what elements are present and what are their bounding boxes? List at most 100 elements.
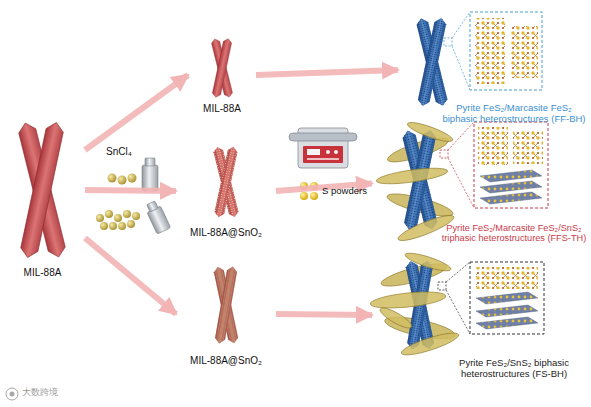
sno2-precursor bbox=[114, 214, 122, 222]
ffbh-rods bbox=[417, 17, 447, 108]
mil88a-rods bbox=[211, 38, 234, 98]
ffsth-sheets-front bbox=[376, 119, 457, 245]
sno2-precursor bbox=[105, 210, 113, 218]
fsbh-sheets-front bbox=[369, 289, 446, 311]
mil88a-rods bbox=[17, 121, 67, 259]
process-arrow bbox=[85, 75, 188, 150]
watermark-icon bbox=[6, 388, 18, 400]
node-label-group: Pyrite FeS₂/SnS₂ biphasic heterostructur… bbox=[439, 358, 589, 380]
node-label: Pyrite FeS₂/Marcasite FeS₂ biphasic hete… bbox=[439, 103, 589, 125]
sno2-precursor bbox=[109, 222, 117, 230]
mil88a-sno2-rods bbox=[213, 146, 240, 218]
ffbh-inset bbox=[444, 38, 452, 46]
ffsth-inset bbox=[474, 122, 548, 208]
illustration-node: MIL-88A@SnO₂ bbox=[176, 262, 276, 366]
illustration-node: Pyrite FeS₂/Marcasite FeS₂ biphasic hete… bbox=[398, 0, 591, 125]
process-arrow bbox=[85, 190, 176, 191]
sno2-precursor bbox=[118, 222, 126, 230]
sncl4-precursor bbox=[128, 174, 137, 183]
node-label: Pyrite FeS₂/SnS₂ biphasic heterostructur… bbox=[439, 358, 589, 380]
sno2-precursor bbox=[147, 201, 159, 212]
mil88a-sno2-rods bbox=[213, 266, 239, 345]
node-label: MIL-88A bbox=[24, 267, 62, 279]
ffbh-inset bbox=[452, 46, 470, 90]
sno2-precursor bbox=[132, 212, 140, 220]
illustration-node: MIL-88A@SnO₂ bbox=[176, 144, 276, 238]
ffbh-inset bbox=[475, 18, 505, 84]
tube-furnace bbox=[307, 158, 339, 160]
ffsth-sheets-front bbox=[376, 165, 449, 187]
fsbh-sheets-front bbox=[400, 329, 461, 359]
illustration-node: MIL-88A bbox=[0, 118, 85, 278]
fsbh-inset bbox=[470, 262, 544, 334]
process-arrow bbox=[276, 314, 372, 315]
ffsth-inset bbox=[448, 158, 474, 208]
fsbh-sheets-front bbox=[378, 305, 414, 332]
sno2-precursor bbox=[123, 210, 131, 218]
illustration-node: Pyrite FeS₂/Marcasite FeS₂/SnS₂ triphasi… bbox=[372, 118, 591, 244]
ffsth-inset bbox=[480, 170, 542, 182]
mil88a-sno2-rods bbox=[214, 146, 239, 218]
node-label: MIL-88A bbox=[203, 103, 241, 115]
sncl4-precursor bbox=[145, 158, 155, 166]
node-label-group: Pyrite FeS₂/Marcasite FeS₂/SnS₂ triphasi… bbox=[438, 223, 590, 244]
mil88a-sno2-rods bbox=[214, 266, 237, 345]
sno2-precursor bbox=[127, 220, 135, 228]
fsbh-sheets-front bbox=[404, 250, 453, 274]
mil88a-rods bbox=[211, 38, 234, 98]
node-label-group: MIL-88A bbox=[0, 267, 85, 279]
ffsth-inset bbox=[513, 130, 543, 164]
tube-furnace bbox=[289, 133, 357, 141]
node-label-group: MIL-88A bbox=[188, 103, 256, 115]
process-arrow bbox=[256, 70, 398, 75]
watermark-icon bbox=[6, 388, 18, 400]
fsbh-inset bbox=[476, 292, 538, 304]
fsbh-inset bbox=[446, 290, 470, 334]
tube-furnace bbox=[334, 150, 338, 154]
mil88a-sno2-rods bbox=[213, 146, 240, 218]
sncl4-precursor bbox=[142, 158, 158, 191]
tube-furnace bbox=[326, 150, 330, 154]
node-label: MIL-88A@SnO₂ bbox=[190, 227, 262, 239]
mil88a-rods bbox=[212, 38, 233, 98]
ffsth-inset bbox=[448, 122, 474, 150]
tube-furnace bbox=[307, 149, 320, 155]
sno2-precursor bbox=[100, 222, 108, 230]
ffbh-rods bbox=[415, 17, 448, 107]
node-label-group: Pyrite FeS₂/Marcasite FeS₂ biphasic hete… bbox=[439, 103, 589, 125]
mil88a-rods bbox=[19, 121, 65, 260]
mil88a-sno2-rods bbox=[213, 266, 239, 344]
illustration-node: MIL-88A bbox=[188, 36, 256, 114]
tube-furnace bbox=[303, 146, 343, 163]
fsbh-inset bbox=[476, 317, 538, 329]
ffbh-inset bbox=[452, 12, 470, 38]
sulfur-powder bbox=[300, 192, 308, 200]
sno2-precursor bbox=[96, 214, 104, 222]
sncl4-precursor bbox=[108, 174, 117, 183]
sulfur-powder bbox=[310, 192, 318, 200]
node-label-group: MIL-88A@SnO₂ bbox=[176, 227, 276, 239]
ffsth-inset bbox=[440, 150, 448, 158]
ffbh-inset bbox=[511, 26, 538, 78]
mil88a-sno2-rods bbox=[214, 266, 237, 345]
mil88a-sno2-rods bbox=[214, 146, 239, 218]
ffbh-inset bbox=[470, 12, 542, 90]
watermark-icon bbox=[10, 392, 15, 397]
text-label: S powders bbox=[322, 186, 367, 196]
tube-furnace bbox=[289, 128, 357, 168]
fsbh-inset bbox=[438, 282, 446, 290]
ffsth-inset bbox=[480, 192, 542, 204]
ffbh-rods bbox=[415, 17, 448, 108]
illustration-node: Pyrite FeS₂/SnS₂ biphasic heterostructur… bbox=[372, 250, 591, 380]
ffsth-inset bbox=[440, 122, 548, 208]
node-label: Pyrite FeS₂/Marcasite FeS₂/SnS₂ triphasi… bbox=[438, 223, 590, 244]
ffbh-rods bbox=[415, 17, 448, 107]
fsbh-sheets-front bbox=[369, 250, 460, 359]
text-label: 大数跨境 bbox=[22, 388, 58, 398]
process-arrow bbox=[85, 238, 176, 314]
text-label: SnCl₄ bbox=[106, 146, 132, 157]
fsbh-inset bbox=[438, 262, 544, 334]
